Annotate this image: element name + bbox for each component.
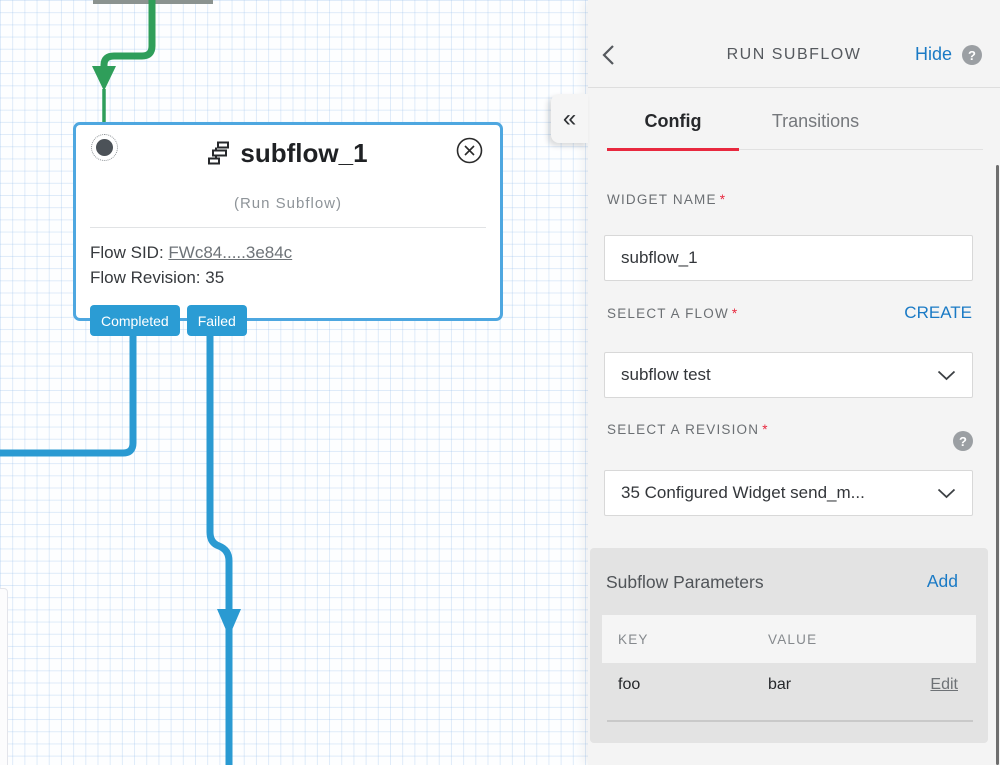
select-revision-label: SELECT A REVISION* xyxy=(607,422,769,437)
select-flow-label-text: SELECT A FLOW xyxy=(607,306,729,321)
node-transition-tags: Completed Failed xyxy=(90,305,247,336)
flow-revision-value: 35 xyxy=(205,268,225,287)
parameter-value: bar xyxy=(768,676,792,693)
arrowhead-down-icon xyxy=(217,609,241,637)
parameter-row: foo bar Edit xyxy=(602,676,976,694)
required-asterisk: * xyxy=(731,306,739,321)
flow-sid-link[interactable]: FWc84.....3e84c xyxy=(168,243,293,262)
close-icon xyxy=(456,137,483,164)
widget-name-input[interactable] xyxy=(604,235,973,281)
required-asterisk: * xyxy=(762,422,769,437)
add-parameter-link[interactable]: Add xyxy=(926,571,958,591)
node-connector-dot-fill xyxy=(96,139,113,156)
parameter-key: foo xyxy=(618,676,641,693)
required-asterisk: * xyxy=(719,192,727,207)
parameters-divider xyxy=(607,720,973,722)
widget-name-label: WIDGET NAME* xyxy=(607,192,726,207)
widget-node-subflow-1[interactable]: subflow_1 (Run Subflow) Flow SID: FWc84.… xyxy=(73,122,503,336)
revision-select-value: 35 Configured Widget send_m... xyxy=(621,483,865,502)
node-type-label: (Run Subflow) xyxy=(233,195,343,212)
tab-bar-rule xyxy=(739,149,983,150)
arrowhead-down-icon xyxy=(92,66,116,91)
hide-panel-link[interactable]: Hide xyxy=(914,44,952,64)
subflow-icon xyxy=(208,141,230,165)
revision-help-icon[interactable]: ? xyxy=(953,431,973,451)
revision-select[interactable]: 35 Configured Widget send_m... xyxy=(604,470,973,516)
flow-sid-label: Flow SID: xyxy=(90,243,169,262)
offscreen-widget xyxy=(0,588,8,765)
help-glyph: ? xyxy=(959,433,967,449)
node-title-row: subflow_1 xyxy=(76,138,500,169)
transition-tag-failed[interactable]: Failed xyxy=(186,305,247,336)
help-glyph: ? xyxy=(968,47,976,63)
flow-sid-line: Flow SID: FWc84.....3e84c xyxy=(90,240,292,265)
widget-config-panel: « RUN SUBFLOW Hide ? Config Transitions … xyxy=(551,0,1000,765)
header-divider xyxy=(588,87,1000,88)
chevron-down-icon xyxy=(937,488,956,498)
parameters-table-header: KEY VALUE xyxy=(602,615,976,663)
completed-connector xyxy=(0,332,137,457)
edit-parameter-link[interactable]: Edit xyxy=(930,676,958,693)
node-connector-dot[interactable] xyxy=(91,134,118,161)
node-divider xyxy=(90,227,486,228)
transition-tag-completed[interactable]: Completed xyxy=(90,305,180,336)
active-tab-indicator xyxy=(607,148,739,151)
flow-select[interactable]: subflow test xyxy=(604,352,973,398)
back-button[interactable] xyxy=(601,44,615,71)
chevron-left-icon xyxy=(602,45,614,65)
incoming-connector-green xyxy=(100,0,156,68)
failed-connector xyxy=(206,332,233,765)
chevron-down-icon xyxy=(937,370,956,380)
connector-lines xyxy=(0,0,241,765)
flow-revision-line: Flow Revision: 35 xyxy=(90,265,292,290)
column-header-value: VALUE xyxy=(768,631,818,647)
tab-config[interactable]: Config xyxy=(644,111,702,131)
select-revision-label-text: SELECT A REVISION xyxy=(607,422,760,437)
collapse-panel-button[interactable]: « xyxy=(551,94,588,143)
widget-name-label-text: WIDGET NAME xyxy=(607,192,717,207)
collapse-icon: « xyxy=(562,104,577,132)
parameters-title: Subflow Parameters xyxy=(606,572,764,592)
help-icon[interactable]: ? xyxy=(962,45,982,65)
panel-header: RUN SUBFLOW Hide ? xyxy=(588,0,1000,87)
delete-widget-button[interactable] xyxy=(456,137,483,164)
create-flow-link[interactable]: CREATE xyxy=(904,303,972,322)
column-header-key: KEY xyxy=(618,631,649,647)
flow-select-value: subflow test xyxy=(621,365,711,384)
select-flow-label: SELECT A FLOW* xyxy=(607,306,738,321)
flow-revision-label: Flow Revision: xyxy=(90,268,206,287)
panel-scrollbar[interactable] xyxy=(996,165,999,765)
tab-transitions[interactable]: Transitions xyxy=(771,111,860,131)
node-title: subflow_1 xyxy=(240,138,368,168)
panel-title: RUN SUBFLOW xyxy=(726,46,862,63)
subflow-parameters-section: Subflow Parameters Add KEY VALUE foo bar… xyxy=(590,548,988,743)
node-info: Flow SID: FWc84.....3e84c Flow Revision:… xyxy=(90,240,292,290)
